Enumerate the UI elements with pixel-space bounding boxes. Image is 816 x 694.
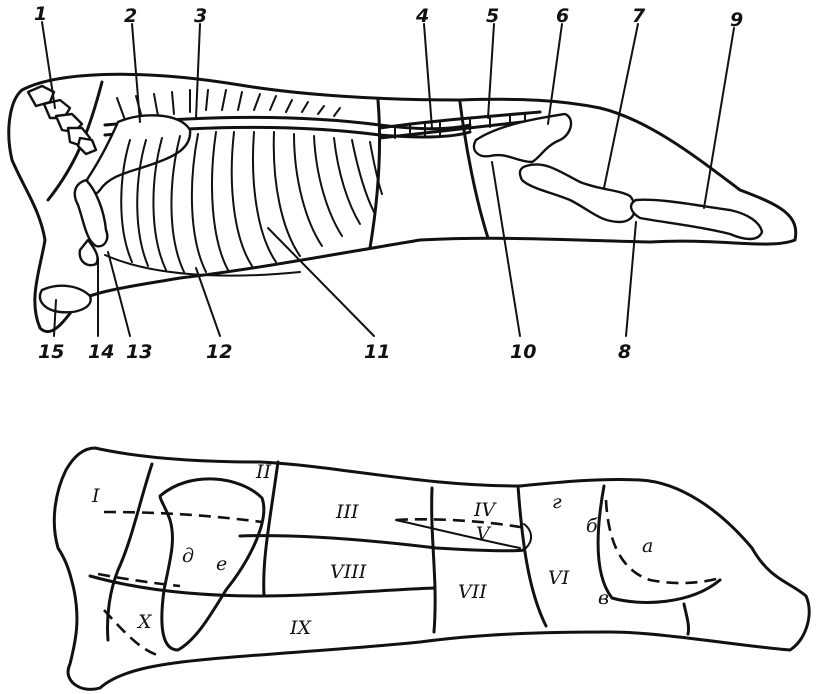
dashed-line (606, 500, 720, 583)
shoulder-loop (160, 479, 264, 650)
pelvis-bone (474, 114, 571, 162)
cut-line (684, 604, 689, 634)
callout-14: 14 (88, 341, 114, 363)
callout-5: 5 (486, 5, 499, 27)
segment-VIII: VIII (330, 561, 367, 583)
skeleton-figure: 1 2 3 4 5 6 7 9 15 14 13 12 11 10 8 (9, 3, 796, 363)
division-line (460, 102, 488, 238)
segment-v: в (598, 587, 609, 609)
segment-X: X (136, 611, 153, 633)
cut-line (518, 486, 546, 626)
segment-e: е (216, 553, 227, 575)
dashed-line (104, 512, 262, 522)
callout-2: 2 (124, 5, 137, 27)
callout-6: 6 (556, 5, 569, 27)
callout-12: 12 (206, 341, 232, 363)
callout-4: 4 (415, 5, 429, 27)
leader-lines (42, 22, 734, 336)
segment-VI: VI (548, 567, 570, 589)
segment-II: II (255, 461, 272, 483)
humerus-bone (75, 180, 108, 246)
segment-b: б (586, 515, 598, 537)
segment-IX: IX (289, 617, 313, 639)
femur-bone (520, 164, 635, 222)
callout-13: 13 (126, 341, 152, 363)
callout-8: 8 (618, 341, 631, 363)
callout-10: 10 (510, 341, 536, 363)
cut-line (90, 576, 434, 596)
cut-line (432, 488, 435, 632)
tibia-bone (631, 200, 762, 239)
callout-7: 7 (632, 5, 646, 27)
callout-15: 15 (38, 341, 64, 363)
callout-labels: 1 2 3 4 5 6 7 9 15 14 13 12 11 10 8 (34, 3, 743, 363)
callout-1: 1 (34, 3, 47, 25)
segment-I: I (91, 485, 100, 507)
segment-g: г (552, 491, 562, 513)
dashed-line (104, 610, 160, 656)
segment-III: III (335, 501, 359, 523)
callout-3: 3 (194, 5, 207, 27)
callout-9: 9 (730, 9, 743, 31)
segment-IV: IV (473, 499, 498, 521)
segment-a: а (642, 535, 653, 557)
cervical-vertebrae (28, 86, 96, 154)
shank-outline (40, 286, 91, 313)
division-line (370, 100, 380, 248)
segment-VII: VII (458, 581, 487, 603)
segment-V: V (476, 523, 492, 545)
cuts-figure: I II III IV V VI VII VIII IX X а б в г д… (54, 448, 809, 689)
segment-d: д (182, 545, 194, 567)
callout-11: 11 (364, 341, 390, 363)
segment-labels: I II III IV V VI VII VIII IX X а б в г д… (91, 461, 653, 639)
